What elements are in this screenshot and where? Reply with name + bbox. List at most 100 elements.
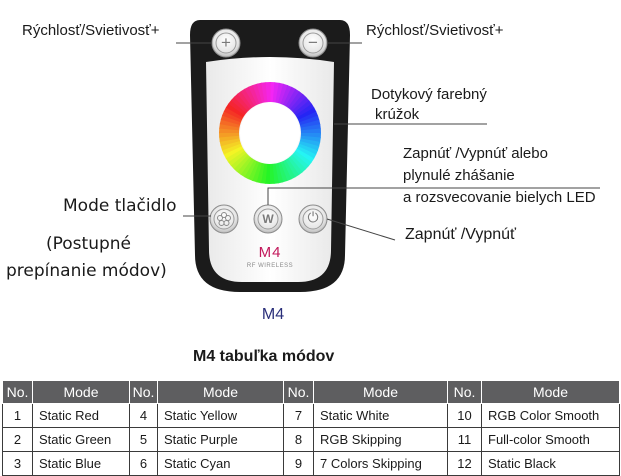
color-ring-segment	[219, 132, 240, 138]
label-mode-desc-1: (Postupné	[46, 234, 131, 254]
color-ring-segment	[291, 96, 310, 114]
color-ring-segment	[285, 88, 300, 108]
table-row: 3 Static Blue 6 Static Cyan 9 7 Colors S…	[2, 451, 620, 476]
cell-mode: Full-color Smooth	[481, 427, 620, 452]
cell-no: 6	[129, 451, 158, 476]
color-ring-segment	[256, 162, 265, 184]
color-ring-segment	[236, 156, 253, 175]
plus-icon[interactable]: +	[221, 33, 231, 52]
label-color-ring-2: krúžok	[375, 106, 420, 123]
color-ring-center	[240, 103, 300, 163]
mode-table: No. Mode No. Mode No. Mode No. Mode 1 St…	[2, 380, 620, 476]
table-row: 1 Static Red 4 Static Yellow 7 Static Wh…	[2, 403, 620, 428]
color-ring-segment	[289, 93, 307, 112]
color-ring-segment	[291, 152, 310, 170]
color-ring-segment	[296, 146, 317, 160]
header-mode: Mode	[157, 380, 284, 404]
color-ring-segment	[287, 91, 304, 110]
color-ring-segment	[260, 163, 268, 184]
remote-brand-text: RF WIRELESS	[246, 263, 294, 269]
color-ring-segment	[277, 162, 288, 183]
power-button	[298, 204, 328, 234]
color-ring	[219, 82, 321, 184]
color-ring-segment	[297, 143, 318, 156]
cell-no: 1	[2, 403, 33, 428]
cell-no: 3	[2, 451, 33, 476]
color-ring-segment	[256, 82, 266, 104]
w-icon[interactable]: W	[262, 212, 274, 226]
cell-no: 11	[447, 427, 482, 452]
color-ring-segment	[243, 159, 257, 180]
color-ring-segment	[228, 99, 247, 116]
color-ring-segment	[222, 110, 243, 123]
color-ring-segment	[282, 159, 296, 180]
color-ring-segment	[274, 162, 284, 184]
model-caption: M4	[261, 306, 285, 323]
color-ring-segment	[278, 83, 289, 105]
header-no: No.	[447, 380, 482, 404]
table-title: M4 tabuľka módov	[193, 348, 335, 365]
cell-no: 10	[447, 403, 482, 428]
label-speed-left: Rýchlosť/Svietivosť+	[22, 22, 160, 39]
cell-mode: Static Green	[32, 427, 130, 452]
color-ring-segment	[251, 161, 262, 183]
color-ring-segment	[220, 114, 242, 125]
cell-mode: Static Black	[481, 451, 620, 476]
color-ring-segment	[248, 84, 260, 105]
cell-mode: Static Yellow	[157, 403, 284, 428]
color-ring-segment	[240, 88, 255, 108]
minus-icon[interactable]: −	[308, 33, 318, 52]
leader-w	[267, 187, 600, 205]
table-header-row: No. Mode No. Mode No. Mode No. Mode	[2, 380, 620, 404]
color-ring-segment	[296, 107, 317, 121]
cell-mode: Static Blue	[32, 451, 130, 476]
cell-mode: 7 Colors Skipping	[313, 451, 448, 476]
color-ring-segment	[233, 154, 251, 173]
header-no: No.	[283, 380, 314, 404]
color-ring-segment	[295, 148, 315, 163]
color-ring-segment	[287, 156, 303, 176]
power-icon[interactable]: ⏻	[307, 210, 319, 226]
mode-button	[209, 204, 239, 234]
color-ring-segment	[270, 82, 276, 103]
cell-no: 5	[129, 427, 158, 452]
cell-mode: RGB Skipping	[313, 427, 448, 452]
cell-mode: Static White	[313, 403, 448, 428]
color-ring-segment	[295, 103, 315, 118]
color-ring-segment	[300, 135, 321, 143]
color-ring-segment	[247, 160, 260, 181]
color-ring-segment	[225, 148, 245, 163]
cell-no: 8	[283, 427, 314, 452]
color-ring-segment	[300, 128, 321, 134]
color-ring-segment	[264, 163, 270, 184]
cell-no: 7	[283, 403, 314, 428]
cell-mode: Static Cyan	[157, 451, 284, 476]
cell-no: 4	[129, 403, 158, 428]
color-ring-segment	[220, 140, 241, 151]
color-ring-segment	[293, 100, 313, 116]
label-speed-right: Rýchlosť/Svietivosť+	[366, 22, 504, 39]
label-w-2: plynulé zhášanie	[403, 167, 515, 184]
color-ring-segment	[269, 163, 275, 184]
color-ring-segment	[252, 83, 263, 104]
color-ring-segment	[275, 82, 284, 104]
color-ring-segment	[289, 154, 307, 173]
color-ring-segment	[280, 85, 293, 106]
color-ring-segment	[240, 158, 255, 178]
color-ring-segment	[280, 161, 292, 182]
cell-no: 2	[2, 427, 33, 452]
cell-no: 9	[283, 451, 314, 476]
color-ring-segment	[299, 138, 321, 147]
color-ring-segment	[219, 123, 240, 131]
color-ring-segment	[272, 82, 280, 103]
color-ring-segment	[233, 93, 251, 112]
color-ring-segment	[299, 115, 320, 126]
color-ring-segment	[230, 152, 249, 170]
color-ring-segment	[285, 158, 300, 178]
header-mode: Mode	[481, 380, 620, 404]
color-ring-segment	[298, 111, 319, 123]
cell-no: 12	[447, 451, 482, 476]
cell-mode: Static Red	[32, 403, 130, 428]
label-power: Zapnúť /Vypnúť	[405, 226, 517, 243]
